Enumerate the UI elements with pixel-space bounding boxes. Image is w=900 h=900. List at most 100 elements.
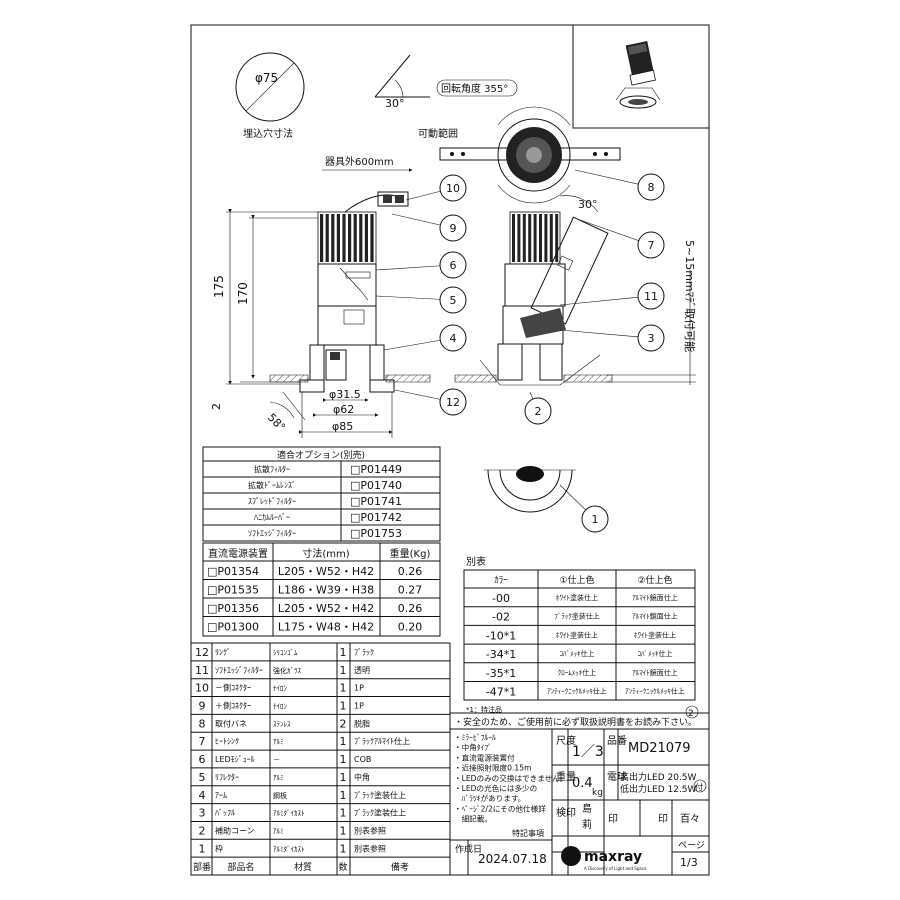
heatsink-fin <box>544 214 548 262</box>
heatsink-fin <box>512 214 515 262</box>
balloon-leader <box>559 329 652 339</box>
balloon-circle <box>439 324 467 352</box>
balloon-circle <box>637 173 665 201</box>
color-header: ｶﾗｰ <box>494 575 508 586</box>
part-remark: 1P <box>354 702 364 711</box>
weight-value: 0.4 <box>572 776 593 791</box>
part-remark: 別表参照 <box>354 825 386 835</box>
color-finish-1: ﾌﾞﾗｯｸ塗装仕上 <box>554 612 600 621</box>
heatsink-fin <box>555 214 559 262</box>
power-size: L175・W48・H42 <box>278 621 374 634</box>
color-finish-1: ﾎﾜｲﾄ塗装仕上 <box>556 593 598 602</box>
part-material: － <box>273 756 280 764</box>
color-finish-1: ﾎﾜｲﾄ塗装仕上 <box>556 630 598 639</box>
balloon-circle <box>637 324 665 352</box>
spread-angle: 58° <box>265 411 288 434</box>
stamp-b: 印 <box>658 813 668 825</box>
parts-header: 数 <box>338 861 347 873</box>
part-number: 11 <box>195 664 209 677</box>
date-label: 作成日 <box>455 843 482 855</box>
balloon-leader <box>559 295 652 306</box>
option-code: □P01740 <box>350 479 402 492</box>
part-number: 5 <box>199 771 206 784</box>
balloon-number: 3 <box>648 332 655 345</box>
color-header: ②仕上色 <box>637 574 672 586</box>
dim-d2: φ62 <box>333 403 354 416</box>
part-remark: ﾌﾞﾗｯｸ塗装仕上 <box>354 808 406 818</box>
drawer-name-2: 莉 <box>582 819 592 831</box>
parts-header: 材質 <box>294 861 312 873</box>
balloon-number: 5 <box>450 294 457 307</box>
product-number: MD21079 <box>628 741 691 756</box>
balloon-circle <box>439 388 467 416</box>
color-code: -00 <box>492 592 510 605</box>
part-material: ｽﾃﾝﾚｽ <box>273 720 291 728</box>
part-name: ＋側ｺﾈｸﾀｰ <box>215 701 251 711</box>
dim-d1: φ31.5 <box>329 388 361 401</box>
balloon-circle <box>637 231 665 259</box>
tilt-angle-side: 30° <box>578 198 598 211</box>
power-weight: 0.26 <box>398 565 423 578</box>
brand-logo-icon <box>561 846 581 866</box>
part-qty: 2 <box>340 717 347 730</box>
part-number: 3 <box>199 807 206 820</box>
balloon-number: 1 <box>592 513 599 526</box>
color-finish-1: ｸﾛｰﾑﾒｯｷ仕上 <box>558 668 597 677</box>
power-size: L186・W39・H38 <box>278 584 374 597</box>
dim-d3: φ85 <box>332 420 353 433</box>
ceiling-thickness: 2 <box>210 403 223 410</box>
part-number: 12 <box>195 646 209 659</box>
heatsink-fin <box>336 214 340 262</box>
part-number: 9 <box>199 700 206 713</box>
heatsink-fin <box>522 214 526 262</box>
part-material: ｱﾙﾐ <box>273 827 284 835</box>
balloon-number: 2 <box>535 405 542 418</box>
scale-value: 1／3 <box>572 744 604 760</box>
option-code: □P01742 <box>350 511 402 524</box>
part-remark: COB <box>354 755 371 764</box>
note-line: ・LEDの光色には多少の <box>454 783 537 793</box>
heatsink-fin <box>325 214 329 262</box>
color-finish-2: ｱﾙﾏｲﾄ鏡面仕上 <box>632 593 678 602</box>
weight-label: 重量 <box>556 770 576 783</box>
options-title: 適合オプション(別売) <box>277 449 365 461</box>
stamp-c: 百々 <box>680 813 700 825</box>
color-footnote: *1：特注品 <box>466 705 502 714</box>
perspective-inset <box>572 25 709 129</box>
heatsink-fin <box>549 214 553 262</box>
part-qty: 1 <box>340 807 347 820</box>
part-name: ﾘﾌﾚｸﾀｰ <box>215 773 239 782</box>
lamp-label: 電球 <box>607 770 627 783</box>
safety-note: ・安全のため、ご使用前に必ず取扱説明書をお読み下さい。 <box>454 716 697 728</box>
fixture-bottom-view <box>484 466 576 513</box>
ceiling-range: 5~15mmﾏﾃﾞ取付可能 <box>683 240 697 352</box>
color-table-title: 別表 <box>466 555 486 568</box>
balloon-number: 7 <box>648 239 655 252</box>
parts-header: 部番 <box>193 861 211 873</box>
balloon-circle <box>439 174 467 202</box>
heatsink-fin <box>359 214 363 262</box>
balloon-circle <box>439 214 467 242</box>
part-remark: 中角 <box>354 772 370 782</box>
part-material: ﾅｲﾛﾝ <box>273 703 287 711</box>
balloon-circle <box>524 397 552 425</box>
part-qty: 1 <box>340 735 347 748</box>
heatsink-fin <box>533 214 537 262</box>
color-finish-2: ｱﾝﾃｨｰｸﾆｯｹﾙﾒｯｷ仕上 <box>625 687 685 696</box>
heatsink-fin <box>539 214 542 262</box>
rotation-label: 回転角度 355° <box>441 82 508 95</box>
heatsink-fin <box>342 214 346 262</box>
part-remark: ﾌﾞﾗｯｸ <box>354 648 374 657</box>
heatsink-fin <box>348 214 352 262</box>
part-number: 2 <box>199 824 206 837</box>
note-line: ・直流電源装置付 <box>454 752 515 762</box>
part-remark: 透明 <box>354 666 370 675</box>
color-finish-1: ｱﾝﾃｨｰｸﾆｯｹﾙﾒｯｷ仕上 <box>547 687 607 696</box>
brand-name: maxray <box>584 849 642 865</box>
page-value: 1/3 <box>680 856 698 869</box>
balloon-circle <box>439 286 467 314</box>
cutout-diameter: φ75 <box>255 71 278 85</box>
color-finish-2: ｺﾊﾞﾒｯｷ仕上 <box>638 649 673 658</box>
balloon-circle <box>439 251 467 279</box>
